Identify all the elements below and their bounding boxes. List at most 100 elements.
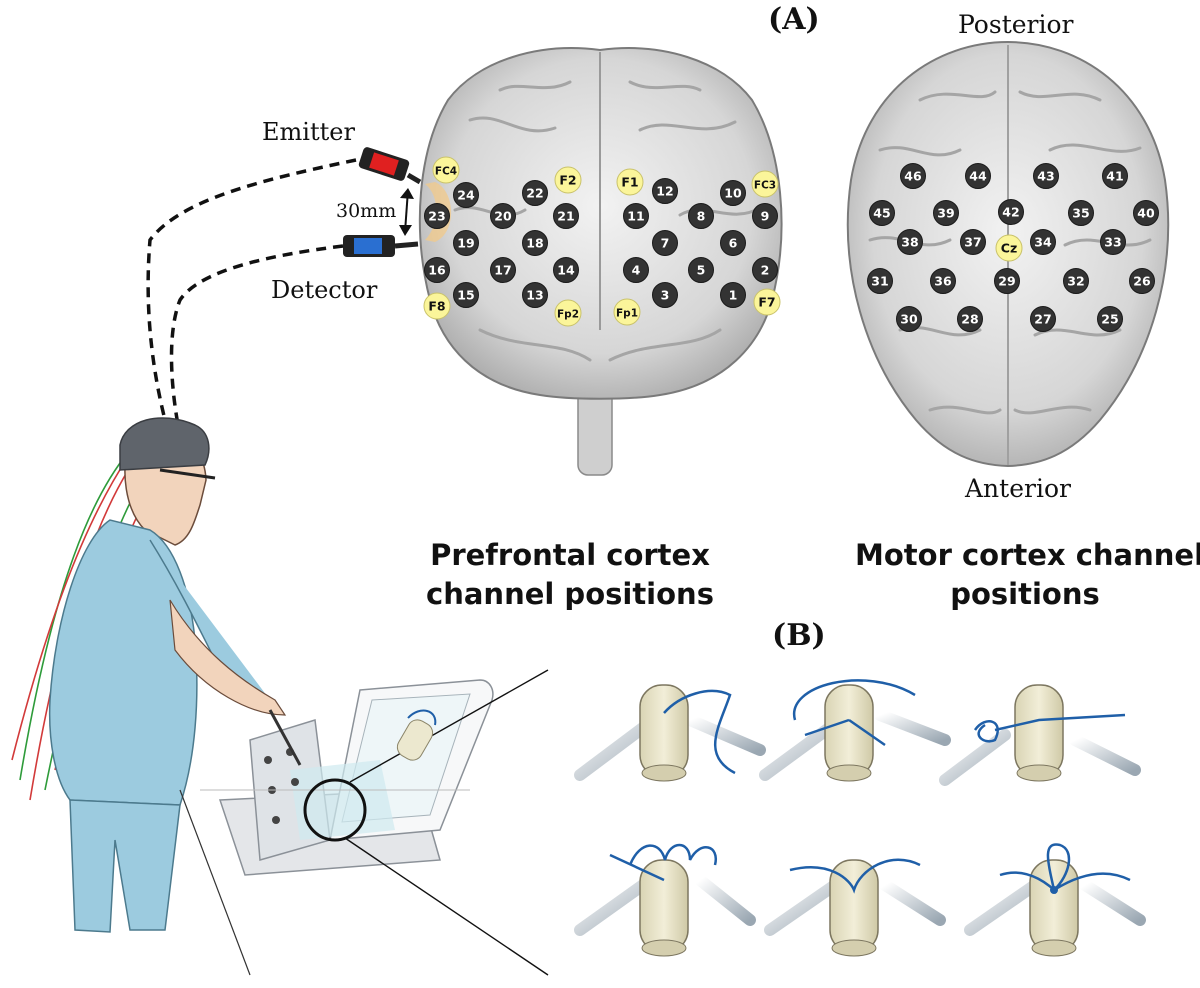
channel-marker-36: 36: [930, 268, 956, 294]
channel-marker-37: 37: [960, 229, 986, 255]
motor-caption-line1: Motor cortex channel: [855, 538, 1200, 572]
marker-label: 4: [632, 263, 641, 278]
marker-label: F7: [758, 295, 775, 310]
channel-marker-5: 5: [688, 257, 714, 283]
marker-label: 2: [761, 263, 770, 278]
marker-label: 39: [937, 206, 954, 221]
marker-label: F1: [621, 175, 638, 190]
channel-marker-33: 33: [1100, 229, 1126, 255]
emitter-label: Emitter: [262, 118, 355, 146]
channel-marker-9: 9: [752, 203, 778, 229]
channel-marker-39: 39: [933, 200, 959, 226]
channel-marker-4: 4: [623, 257, 649, 283]
marker-dot: [1030, 306, 1056, 332]
marker-dot: [994, 268, 1020, 294]
marker-dot: [930, 268, 956, 294]
marker-label: 46: [904, 169, 922, 184]
reference-marker-f1: F1: [616, 168, 644, 196]
marker-label: 43: [1037, 169, 1054, 184]
suturing-steps: [574, 679, 1146, 957]
marker-dot: [753, 288, 781, 316]
channel-marker-16: 16: [424, 257, 450, 283]
channel-marker-12: 12: [652, 178, 678, 204]
suture-step-3: [939, 684, 1141, 786]
laparoscopic-trainer: [179, 669, 549, 976]
marker-dot: [1129, 268, 1155, 294]
marker-dot: [453, 230, 479, 256]
marker-label: 7: [661, 236, 670, 251]
channel-marker-20: 20: [490, 203, 516, 229]
marker-dot: [423, 292, 451, 320]
channel-marker-18: 18: [522, 230, 548, 256]
marker-dot: [652, 282, 678, 308]
marker-label: 11: [627, 209, 644, 224]
marker-label: 22: [526, 186, 543, 201]
suture-step-2: [759, 679, 951, 782]
marker-label: 5: [697, 263, 706, 278]
marker-label: 30: [900, 312, 918, 327]
channel-marker-21: 21: [553, 203, 579, 229]
prefrontal-caption: Prefrontal cortex channel positions: [410, 536, 730, 614]
marker-dot: [720, 230, 746, 256]
marker-label: 13: [526, 288, 543, 303]
marker-dot: [1102, 163, 1128, 189]
suture-step-6: [964, 843, 1146, 957]
channel-marker-42: 42: [998, 199, 1024, 225]
marker-label: Fp1: [616, 308, 638, 320]
marker-dot: [623, 257, 649, 283]
channel-marker-15: 15: [453, 282, 479, 308]
marker-label: 15: [457, 288, 474, 303]
marker-dot: [1063, 268, 1089, 294]
marker-dot: [613, 298, 641, 326]
channel-marker-32: 32: [1063, 268, 1089, 294]
marker-dot: [522, 282, 548, 308]
marker-dot: [554, 166, 582, 194]
marker-dot: [897, 229, 923, 255]
marker-label: 37: [964, 235, 981, 250]
marker-dot: [752, 203, 778, 229]
reference-marker-f8: F8: [423, 292, 451, 320]
emitter-cable: [146, 158, 357, 421]
motor-caption: Motor cortex channel positions: [855, 536, 1200, 614]
marker-dot: [490, 203, 516, 229]
channel-marker-44: 44: [965, 163, 991, 189]
marker-dot: [1100, 229, 1126, 255]
marker-label: 36: [934, 274, 952, 289]
marker-dot: [522, 180, 548, 206]
surgeon-illustration: [11, 417, 287, 933]
detector-probe: [343, 235, 419, 257]
prefrontal-caption-line2: channel positions: [426, 577, 714, 612]
marker-dot: [1033, 163, 1059, 189]
marker-label: 12: [656, 184, 673, 199]
marker-label: FC4: [435, 166, 457, 178]
suture-step-5: [764, 858, 946, 957]
suture-step-1: [574, 684, 766, 782]
marker-label: 19: [457, 236, 474, 251]
marker-dot: [867, 268, 893, 294]
marker-dot: [896, 306, 922, 332]
detector-label: Detector: [271, 276, 378, 304]
distance-label: 30mm: [336, 200, 397, 222]
marker-label: 25: [1101, 312, 1118, 327]
marker-dot: [688, 257, 714, 283]
channel-marker-23: 23: [424, 203, 450, 229]
marker-dot: [453, 282, 479, 308]
marker-label: 1: [729, 288, 738, 303]
marker-label: 41: [1106, 169, 1123, 184]
channel-marker-7: 7: [652, 230, 678, 256]
marker-dot: [1068, 200, 1094, 226]
channel-marker-19: 19: [453, 230, 479, 256]
channel-marker-38: 38: [897, 229, 923, 255]
marker-label: 6: [729, 236, 738, 251]
channel-marker-41: 41: [1102, 163, 1128, 189]
marker-label: 3: [661, 288, 670, 303]
channel-marker-13: 13: [522, 282, 548, 308]
marker-label: 23: [428, 209, 445, 224]
suture-step-4: [574, 843, 756, 957]
marker-dot: [752, 257, 778, 283]
channel-marker-30: 30: [896, 306, 922, 332]
marker-label: 38: [901, 235, 918, 250]
marker-label: F8: [428, 299, 445, 314]
marker-dot: [490, 257, 516, 283]
